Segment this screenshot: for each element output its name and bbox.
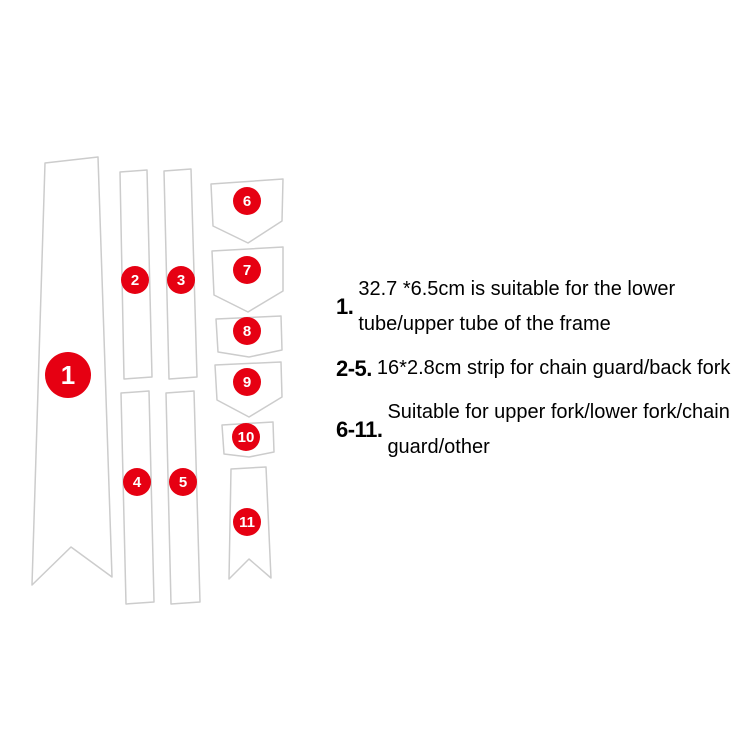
legend-label-2-5: 2-5. bbox=[336, 355, 372, 381]
piece-11-badge: 11 bbox=[233, 508, 261, 536]
piece-8-badge: 8 bbox=[233, 317, 261, 345]
legend-text-6-11: Suitable for upper fork/lower fork/chain… bbox=[387, 395, 729, 465]
legend-text-2-5: 16*2.8cm strip for chain guard/back fork bbox=[377, 351, 731, 386]
legend-label-6-11: 6-11. bbox=[336, 417, 383, 442]
piece-3-badge: 3 bbox=[167, 266, 195, 294]
legend-text-1-line-2: tube/upper tube of the frame bbox=[358, 313, 611, 335]
legend: 1. 32.7 *6.5cm is suitable for the lower… bbox=[336, 272, 748, 474]
piece-2-badge: 2 bbox=[121, 266, 149, 294]
piece-4-outline bbox=[120, 390, 155, 605]
legend-text-6-11-line-2: guard/other bbox=[387, 436, 490, 458]
piece-5-outline bbox=[165, 390, 201, 605]
piece-9-badge: 9 bbox=[233, 368, 261, 396]
legend-text-1: 32.7 *6.5cm is suitable for the lower tu… bbox=[358, 272, 675, 342]
legend-row-1: 1. 32.7 *6.5cm is suitable for the lower… bbox=[336, 272, 748, 342]
legend-row-2-5: 2-5. 16*2.8cm strip for chain guard/back… bbox=[336, 351, 748, 386]
piece-7-badge: 7 bbox=[233, 256, 261, 284]
legend-row-6-11: 6-11. Suitable for upper fork/lower fork… bbox=[336, 395, 748, 465]
legend-label-1: 1. bbox=[336, 294, 354, 319]
legend-text-6-11-line-1: Suitable for upper fork/lower fork/chain bbox=[387, 401, 730, 423]
piece-5-badge: 5 bbox=[169, 468, 197, 496]
piece-1-badge: 1 bbox=[45, 352, 91, 398]
piece-4-badge: 4 bbox=[123, 468, 151, 496]
legend-text-1-line-1: 32.7 *6.5cm is suitable for the lower bbox=[358, 278, 676, 300]
piece-6-badge: 6 bbox=[233, 187, 261, 215]
legend-text-2-5-line-1: 16*2.8cm strip for chain guard/back fork bbox=[376, 357, 731, 379]
piece-10-badge: 10 bbox=[232, 423, 260, 451]
